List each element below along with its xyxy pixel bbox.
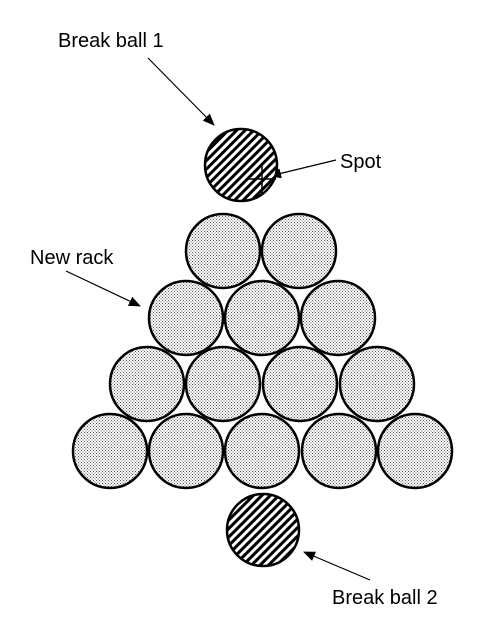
rack-ball: [147, 412, 225, 490]
new-rack-arrow: [65, 270, 141, 307]
rack-ball: [300, 412, 378, 490]
break-ball-1: [203, 127, 279, 203]
break-ball-1-arrow: [147, 57, 215, 126]
break-ball-2-arrow: [303, 551, 371, 581]
rack-ball: [147, 279, 225, 357]
spot-arrow: [269, 159, 337, 179]
rack-ball: [338, 345, 416, 423]
rack-ball: [108, 345, 186, 423]
new-rack-label: New rack: [30, 247, 114, 269]
break-ball-2: [225, 492, 301, 568]
rack-ball: [71, 412, 149, 490]
rack-ball: [223, 279, 301, 357]
rack-ball: [261, 345, 339, 423]
rack-ball: [184, 212, 262, 290]
spot-label: Spot: [340, 151, 382, 173]
rack-ball: [223, 412, 301, 490]
rack-group: [71, 212, 454, 490]
rack-ball: [299, 279, 377, 357]
break-ball-2-label: Break ball 2: [332, 587, 438, 609]
rack-ball: [184, 345, 262, 423]
rack-ball: [260, 212, 338, 290]
break-ball-1-label: Break ball 1: [58, 30, 164, 52]
rack-ball: [376, 412, 454, 490]
